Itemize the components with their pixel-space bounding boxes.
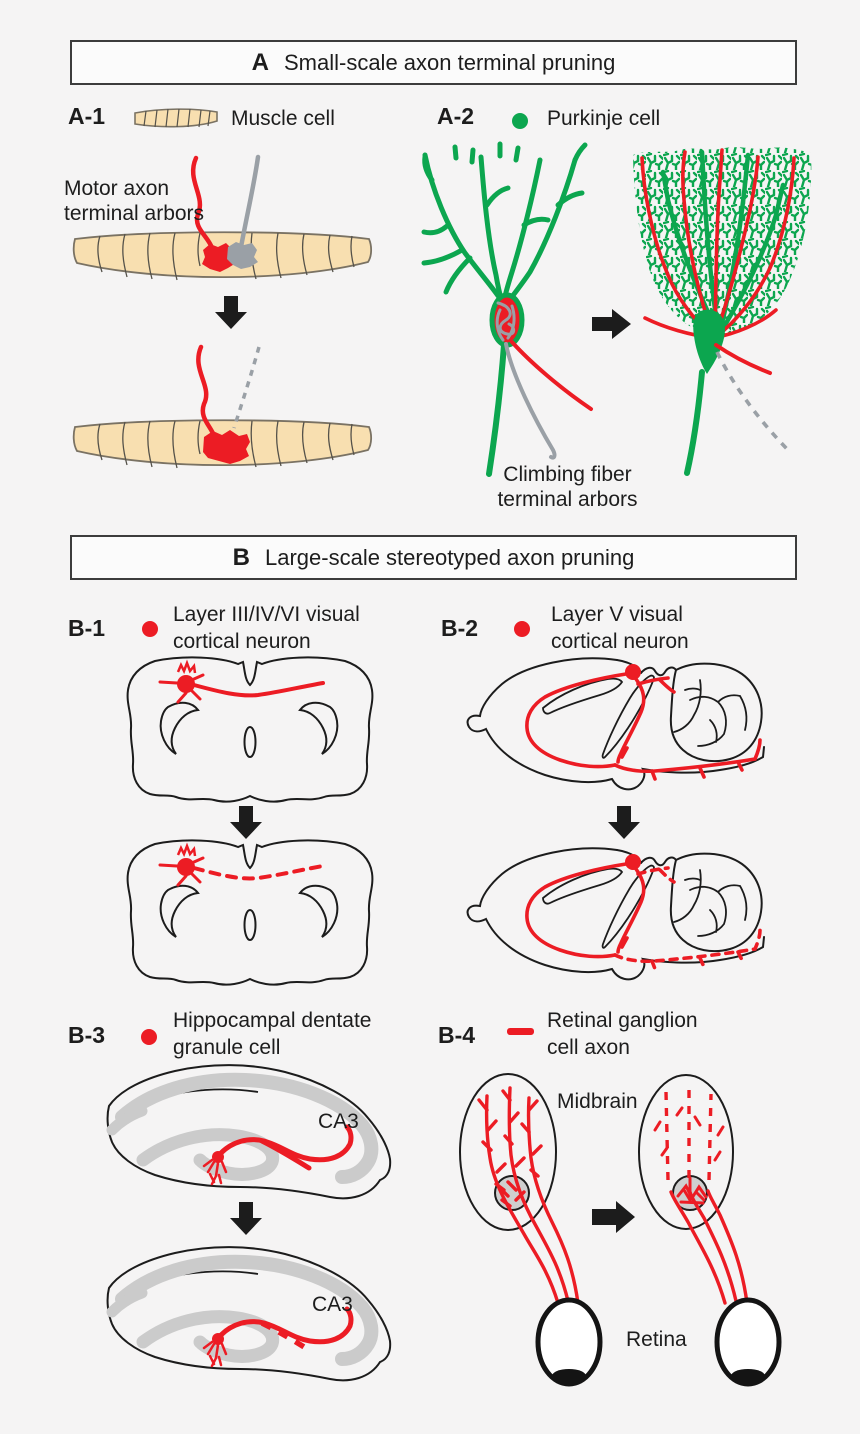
climbing-fiber-annotation-line2: terminal arbors — [497, 488, 638, 511]
purkinje-immature — [421, 141, 588, 477]
b3-legend-line2: granule cell — [173, 1036, 281, 1059]
label-a1: A-1 — [68, 103, 106, 129]
purkinje-mature — [633, 147, 812, 476]
b4-legend-line1: Retinal ganglion — [547, 1009, 698, 1032]
b2-legend-line1: Layer V visual — [551, 603, 683, 626]
b1-legend-line1: Layer III/IV/VI visual — [173, 603, 360, 626]
label-b1: B-1 — [68, 615, 106, 641]
motor-axon-annotation: Motor axon terminal arbors — [64, 176, 204, 226]
b2-legend-dot — [514, 621, 530, 637]
b3-legend: Hippocampal dentate granule cell — [173, 1007, 371, 1061]
panel-a-header: A Small-scale axon terminal pruning — [70, 40, 797, 85]
arrow-down-icon — [215, 296, 247, 329]
label-b4: B-4 — [438, 1022, 476, 1048]
retina-label: Retina — [626, 1328, 687, 1351]
mossy-fiber-branch-pruned — [260, 1320, 311, 1353]
label-b3: B-3 — [68, 1022, 106, 1048]
b4-legend-line2: cell axon — [547, 1036, 630, 1059]
label-b2: B-2 — [441, 615, 479, 641]
arrow-down-icon — [608, 806, 640, 839]
midbrain-before — [459, 1073, 580, 1305]
sagittal-axon-distal-before — [613, 676, 762, 781]
panel-a-title: Small-scale axon terminal pruning — [283, 49, 616, 75]
b4-legend-dash — [507, 1028, 534, 1035]
midbrain-after — [638, 1074, 749, 1305]
cortical-axon-solid — [192, 681, 325, 698]
hippocampus — [106, 1064, 392, 1200]
panel-b-header: B Large-scale stereotyped axon pruning — [70, 535, 797, 580]
midbrain-label: Midbrain — [557, 1090, 638, 1113]
b3-legend-line1: Hippocampal dentate — [173, 1009, 372, 1032]
climbing-fiber-annotation: Climbing fiber terminal arbors — [450, 462, 685, 512]
arrow-down-icon — [230, 1202, 262, 1235]
legend-muscle-cell: Muscle cell — [231, 107, 335, 130]
ca3-label-after: CA3 — [312, 1293, 353, 1316]
coronal-section — [126, 656, 374, 803]
panel-b-title: Large-scale stereotyped axon pruning — [264, 544, 635, 570]
purkinje-legend-dot — [512, 113, 528, 129]
muscle-cell-icon — [134, 108, 218, 128]
motor-axon-annotation-line2: terminal arbors — [64, 202, 205, 225]
ca3-label-before: CA3 — [318, 1110, 359, 1133]
purkinje-immature-soma — [489, 292, 593, 460]
sagittal-section — [466, 657, 765, 791]
mossy-fiber-branch-before — [259, 1138, 312, 1171]
b4-legend: Retinal ganglion cell axon — [547, 1007, 698, 1061]
retina-eyes — [535, 1297, 782, 1387]
label-a2: A-2 — [437, 103, 475, 129]
motor-axon-annotation-line1: Motor axon — [64, 177, 170, 200]
motor-axons-after — [196, 344, 261, 464]
motor-axons-before — [190, 154, 261, 272]
b3-legend-dot — [141, 1029, 157, 1045]
b2-legend-line2: cortical neuron — [551, 630, 689, 653]
arrow-right-icon — [592, 309, 631, 339]
climbing-fiber-annotation-line1: Climbing fiber — [503, 463, 632, 486]
panel-b-letter: B — [232, 543, 250, 571]
cortical-axon-pruned — [192, 864, 325, 881]
b2-legend: Layer V visual cortical neuron — [551, 601, 689, 655]
b1-legend: Layer III/IV/VI visual cortical neuron — [173, 601, 360, 655]
panel-a-letter: A — [251, 48, 269, 76]
arrow-right-icon — [592, 1201, 635, 1233]
arrow-down-icon — [230, 806, 262, 839]
legend-purkinje-cell: Purkinje cell — [547, 107, 661, 130]
b1-legend-dot — [142, 621, 158, 637]
sagittal-axon-distal-pruned — [613, 866, 762, 971]
b1-legend-line2: cortical neuron — [173, 630, 311, 653]
